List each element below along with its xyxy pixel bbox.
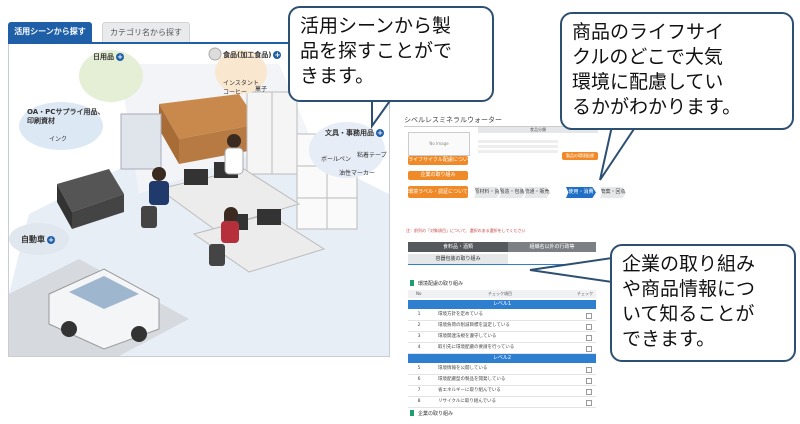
col-check: チェック項目 [488,291,512,296]
company-button[interactable]: 企業の取り組み [408,171,468,180]
table-head-right[interactable]: 組織名以外の行政等 [508,242,596,252]
col-mark: チェック [577,291,593,296]
step-manufacturing[interactable]: 製造・包装 [499,187,525,198]
step-materials[interactable]: 原材料・資材調達 [474,187,500,206]
supply-shelf [120,113,162,170]
product-image-placeholder: No Image [408,132,470,156]
cloud-oa [19,102,103,150]
section-eco: 環境配慮の取り組み [418,281,464,287]
cloud-food [215,50,267,94]
category-car[interactable]: 自動車+ [21,235,55,244]
step-disposal[interactable]: 廃棄・回収 [600,187,626,198]
printer [57,169,124,212]
lifecycle-button[interactable]: ライフサイクル配慮について [408,156,468,172]
item-sweets[interactable]: 菓子 [255,86,268,93]
kitchen-counter [159,94,259,139]
table-divider [408,264,596,265]
item-tape[interactable]: 粘着テープ [357,152,387,159]
table-subhead[interactable]: 容器包装の取り組み [408,254,508,264]
checkbox[interactable] [586,346,592,352]
checkbox[interactable] [586,313,592,319]
checkbox[interactable] [586,400,592,406]
section-marker [410,280,414,286]
item-ink[interactable]: インク [49,136,68,143]
item-instant-coffee[interactable]: インスタント コーヒー [223,80,259,96]
product-spec-text [478,138,558,166]
plus-icon: + [47,235,55,244]
pointer-lifecycle [599,125,638,181]
callout-company: 企業の取り組みや商品情報について知ることができます。 [610,244,796,362]
callout-lifecycle: 商品のライフサイクルのどこで大気環境に配慮しているかがわかります。 [560,12,794,130]
wall-clock [208,47,222,61]
col-no: No [416,291,422,296]
checkbox[interactable] [586,335,592,341]
plus-icon: + [376,129,384,137]
step-usage[interactable]: 使用・消費 [566,187,596,198]
category-food[interactable]: 食品(加工食品)+ [223,51,282,59]
plus-icon: + [273,51,282,59]
selection-note: 注：前列の「対象項目」について、選択のある選択をしてください [406,228,526,233]
person-seated-2 [224,207,238,221]
section-marker [410,410,414,416]
lifecycle-tag: 製品の環境配慮 [562,152,598,160]
pointer-company [529,256,613,284]
table-head-left[interactable]: 食料品・酒類 [408,242,508,252]
cloud-car [9,223,69,255]
section-company: 企業の取り組み [418,411,454,417]
product-category-bar: 食品分類 [478,127,598,133]
checkbox[interactable] [586,389,592,395]
item-marker[interactable]: 油性マーカー [339,170,376,177]
checkbox[interactable] [586,378,592,384]
callout-scene: 活用シーンから製品を探すことができます。 [288,6,494,102]
table-columns: No チェック項目 チェック [408,290,596,298]
monitor [184,169,208,185]
checkbox[interactable] [586,367,592,373]
person-standing [227,134,241,148]
checkbox[interactable] [586,324,592,330]
level-1-header: レベル1 [408,300,596,309]
tab-scene[interactable]: 活用シーンから探す [8,22,92,42]
cloud-daily-goods [79,50,143,102]
category-stationery[interactable]: 文具・事務用品+ [325,129,384,137]
title-divider [404,126,600,127]
office-scene: 日用品+ 食品(加工食品)+ インスタント コーヒー 菓子 OA・PCサプライ用… [8,44,390,357]
pointer-scene [371,97,394,130]
category-daily-goods[interactable]: 日用品+ [93,53,124,61]
step-distribution[interactable]: 流通・販売 [524,187,550,198]
certification-button[interactable]: 環境ラベル・認証について [408,186,468,198]
item-ballpen[interactable]: ボールペン [321,156,352,163]
cloud-stationery [309,122,385,178]
category-oa[interactable]: OA・PCサプライ用品、 印刷資材 [27,108,105,125]
tab-underline [8,42,388,44]
level-2-header: レベル2 [408,354,596,363]
product-title: シベルレスミネラルウォーター [404,116,502,124]
person-seated-1 [152,167,166,181]
office-illustration [9,47,389,356]
plus-icon: + [116,53,124,61]
